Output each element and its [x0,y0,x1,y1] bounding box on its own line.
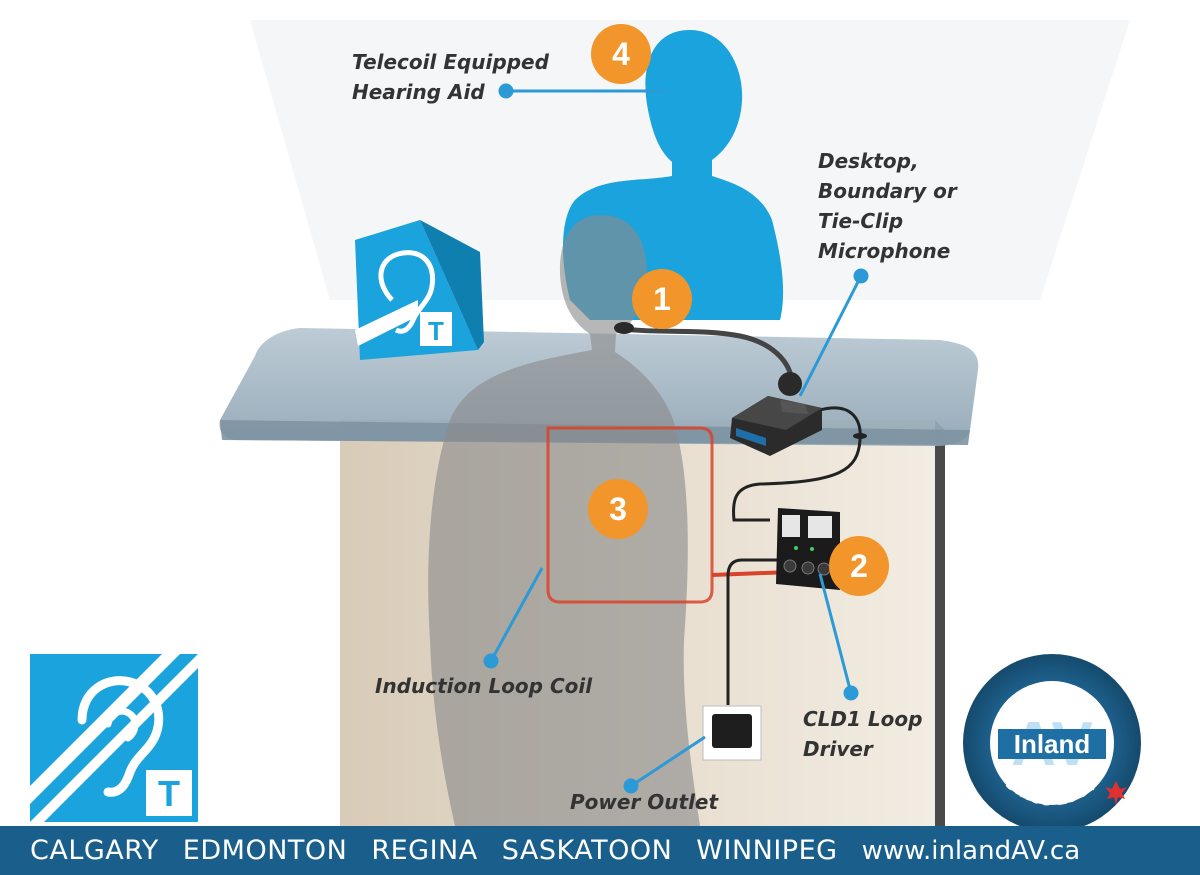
logo-letter-t: T [158,773,180,814]
power-cable [726,558,790,705]
label-induction-coil: Induction Loop Coil [375,671,592,701]
outlet-leader-dot [623,778,639,794]
badge-microphone: 1 [632,269,692,329]
footer-city: WINNIPEG [696,835,838,866]
hearing-aid-leader-dot [498,83,514,99]
footer-website-link[interactable]: www.inlandAV.ca [861,835,1081,866]
label-microphone: Desktop, Boundary or Tie-Clip Microphone [818,146,957,266]
label-line: Power Outlet [570,790,719,814]
gooseneck-microphone [614,322,822,456]
coil-leader [489,567,544,662]
inland-av-logo: AV Inland Since 1937 [963,654,1141,832]
footer-city: EDMONTON [182,835,348,866]
label-line: Desktop, [818,149,919,173]
induction-loop-coil [546,426,714,604]
coil-leader-dot [483,653,499,669]
hearing-loop-logo: T [30,654,198,822]
footer-city: CALGARY [30,835,159,866]
label-line: Induction Loop Coil [375,674,593,698]
badge-induction-coil: 3 [588,479,648,539]
tent-sign-letter: T [428,316,444,346]
desk-side-panel [935,420,945,826]
logo-brand: Inland [1014,729,1091,759]
label-loop-driver: CLD1 Loop Driver [803,704,922,764]
driver-leader [818,573,853,694]
label-line: Driver [803,737,873,761]
microphone-leader-dot [853,268,869,284]
label-line: Microphone [818,239,951,263]
callout-lines [483,83,869,794]
hearing-loop-tent-sign: T [355,220,484,360]
power-outlet-box [702,705,762,761]
footer-city: SASKATOON [501,835,673,866]
label-power-outlet: Power Outlet [570,787,718,817]
label-line: Hearing Aid [352,80,485,104]
footer-city: REGINA [371,835,478,866]
label-line: Boundary or [818,179,957,203]
label-hearing-aid: Telecoil Equipped Hearing Aid [352,47,549,107]
microphone-leader [798,275,863,397]
label-line: Tie-Clip [818,209,904,233]
cable-grommet [853,433,867,439]
badge-hearing-aid: 4 [591,24,651,84]
maple-leaf-icon [1105,781,1127,805]
outlet-leader [630,735,706,788]
badge-loop-driver: 2 [829,536,889,596]
label-line: CLD1 Loop [803,707,923,731]
mic-cable [732,406,862,522]
label-line: Telecoil Equipped [352,50,549,74]
driver-leader-dot [843,685,859,701]
loop-driver-unit [776,508,840,590]
person-shadow [428,215,700,826]
footer-bar: CALGARY EDMONTON REGINA SASKATOON WINNIP… [0,826,1200,875]
